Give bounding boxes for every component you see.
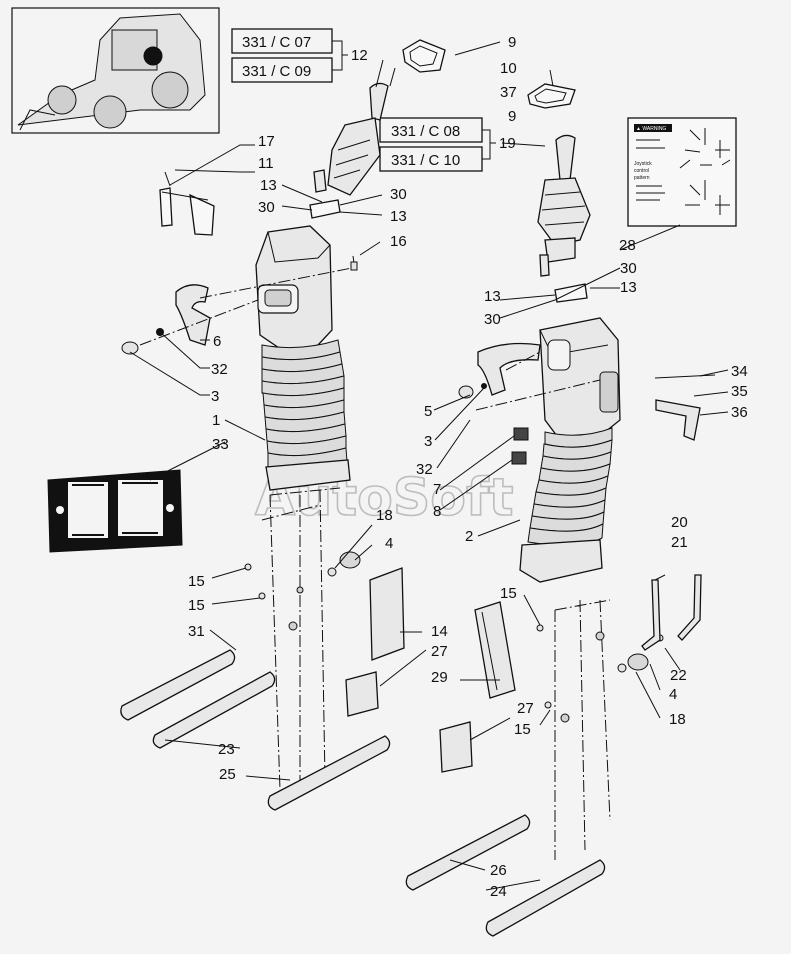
- decal-line1: Joystick: [634, 161, 652, 167]
- callout-14: 14: [431, 623, 448, 640]
- callout-22: 22: [670, 667, 687, 684]
- callout-27-left: 27: [431, 643, 448, 660]
- callout-30-d: 30: [484, 311, 501, 328]
- callout-32-left: 32: [211, 361, 228, 378]
- callout-5: 5: [424, 403, 432, 420]
- callout-24: 24: [490, 883, 507, 900]
- callout-7: 7: [433, 481, 441, 498]
- callout-12: 12: [351, 47, 368, 64]
- callout-13-a: 13: [260, 177, 277, 194]
- left-joystick: [313, 59, 389, 196]
- callouts: 12 9 10 37 9 19 17 11 13 30 30 13 16 28 …: [188, 34, 748, 900]
- callout-11: 11: [258, 155, 274, 172]
- callout-16: 16: [390, 233, 407, 250]
- callout-19: 19: [499, 135, 516, 152]
- reference-boxes: 331 / C 07 331 / C 09 331 / C 08 331 / C…: [231, 28, 496, 172]
- foam-block-left: [345, 671, 379, 717]
- callout-15-d: 15: [514, 721, 531, 738]
- callout-23: 23: [218, 741, 235, 758]
- callout-35: 35: [731, 383, 748, 400]
- callout-2: 2: [465, 528, 473, 545]
- callout-37: 37: [500, 84, 517, 101]
- armrest-pad-right: [477, 342, 541, 396]
- callout-1: 1: [212, 412, 220, 429]
- ref-331-c07: 331 / C 07: [242, 34, 311, 51]
- leader-lines: [129, 41, 729, 891]
- callout-30-a: 30: [390, 186, 407, 203]
- gasket-right: [527, 69, 576, 109]
- callout-36: 36: [731, 404, 748, 421]
- callout-8: 8: [433, 503, 441, 520]
- callout-34: 34: [731, 363, 748, 380]
- callout-32-right: 32: [416, 461, 433, 478]
- callout-33: 33: [212, 436, 229, 453]
- callout-3-left: 3: [211, 388, 219, 405]
- callout-15-a: 15: [188, 573, 205, 590]
- decal-line3: pattern: [634, 175, 650, 181]
- callout-25: 25: [219, 766, 236, 783]
- callout-10: 10: [500, 60, 517, 77]
- callout-30-b: 30: [258, 199, 275, 216]
- callout-26: 26: [490, 862, 507, 879]
- callout-21: 21: [671, 534, 688, 551]
- right-joystick: [537, 134, 591, 277]
- callout-15-c: 15: [500, 585, 517, 602]
- panel-29: [474, 601, 516, 699]
- callout-13-b: 13: [390, 208, 407, 225]
- callout-28: 28: [619, 237, 636, 254]
- armrest-pad-left: [175, 284, 211, 346]
- rods-20-21: [641, 574, 702, 651]
- right-frame: [554, 599, 611, 860]
- ref-331-c09: 331 / C 09: [242, 63, 311, 80]
- backhoe-loader-icon: [17, 13, 206, 131]
- ref-331-c08: 331 / C 08: [391, 123, 460, 140]
- callout-29: 29: [431, 669, 448, 686]
- callout-15-b: 15: [188, 597, 205, 614]
- callout-27-right: 27: [517, 700, 534, 717]
- callout-20: 20: [671, 514, 688, 531]
- ref-331-c10: 331 / C 10: [391, 152, 460, 169]
- left-console: [255, 225, 351, 491]
- control-decal: ▲ WARNING Joystick control pattern: [627, 117, 737, 227]
- callout-31: 31: [188, 623, 205, 640]
- foam-block-right: [439, 721, 473, 773]
- right-console: [519, 317, 621, 583]
- decal-line2: control: [634, 168, 649, 174]
- left-frame: [261, 487, 341, 791]
- decal-title: ▲ WARNING: [636, 126, 666, 132]
- callout-30-c: 30: [620, 260, 637, 277]
- panel-14: [369, 567, 405, 661]
- callout-18-left: 18: [376, 507, 393, 524]
- bracket-34: [655, 399, 701, 441]
- bracket-11: [159, 187, 215, 236]
- callout-4-right: 4: [669, 686, 677, 703]
- callout-3-right: 3: [424, 433, 432, 450]
- machine-thumbnail: [11, 7, 220, 134]
- callout-9-top: 9: [508, 34, 516, 51]
- gasket-33: [47, 469, 183, 553]
- callout-4-left: 4: [385, 535, 393, 552]
- tubes: [120, 649, 606, 937]
- left-bellows: [261, 339, 348, 471]
- callout-17: 17: [258, 133, 275, 150]
- callout-13-c: 13: [484, 288, 501, 305]
- callout-13-d: 13: [620, 279, 637, 296]
- callout-6: 6: [213, 333, 221, 350]
- callout-9-bottom: 9: [508, 108, 516, 125]
- right-bellows: [527, 427, 613, 546]
- gasket-top: [402, 39, 446, 73]
- assembly-lines: [139, 267, 601, 411]
- callout-18-right: 18: [669, 711, 686, 728]
